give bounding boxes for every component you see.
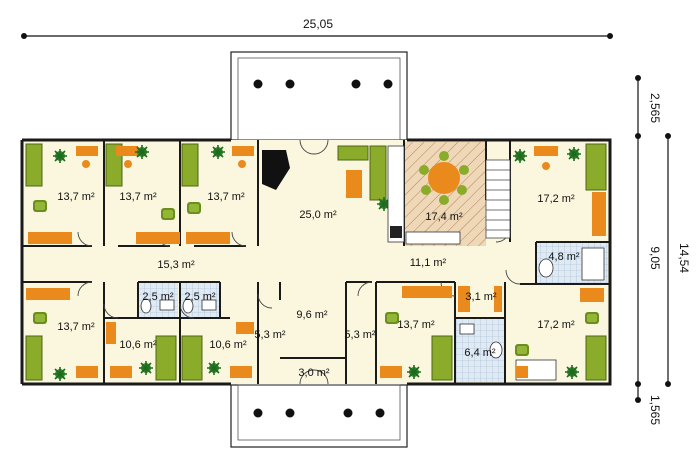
furniture-top-right (512, 143, 607, 236)
porch-top (230, 51, 408, 141)
label-wc-3: 3,1 m² (465, 291, 497, 303)
dimension-right-middle: 9,05 (648, 246, 662, 270)
label-kitchen-dining: 17,4 m² (425, 211, 463, 223)
outer-walls (20, 138, 612, 386)
furniture-room-bottom-right (515, 288, 607, 381)
label-room-bottom-1: 10,6 m² (119, 339, 157, 351)
label-bedroom-bottom-left: 13,7 m² (57, 321, 95, 333)
dimension-right-lower: 1,565 (648, 395, 662, 425)
label-entry: 3,0 m² (298, 367, 330, 379)
furniture-bottom-right (380, 286, 453, 381)
label-room-bottom-2: 10,6 m² (209, 339, 247, 351)
label-storage-1: 5,3 m² (254, 329, 286, 341)
dimension-right-upper: 2,565 (648, 93, 662, 123)
label-living: 25,0 m² (299, 209, 337, 221)
label-bath-right: 4,8 m² (548, 251, 580, 263)
fixtures-wc (140, 298, 217, 314)
staircase (485, 159, 511, 239)
label-bedroom-top-1: 13,7 m² (57, 191, 95, 203)
furniture-top-bedrooms (25, 143, 254, 244)
label-room-top-right: 17,2 m² (537, 193, 575, 205)
furniture-bottom-rooms (106, 322, 254, 381)
label-wc-1: 2,5 m² (142, 291, 174, 303)
label-wc-2: 2,5 m² (184, 291, 216, 303)
fixtures-bath-right (538, 247, 605, 281)
door-swings (77, 139, 521, 385)
furniture-bottom-left (25, 288, 98, 382)
label-storage-2: 5,3 m² (344, 329, 376, 341)
furniture-dining (387, 145, 469, 245)
furniture-living (262, 145, 392, 212)
label-hall-left: 15,3 m² (157, 259, 195, 271)
room-labels: 13,7 m² 13,7 m² 13,7 m² 25,0 m² 17,4 m² … (57, 191, 580, 379)
dimension-right-total: 14,54 (677, 243, 691, 273)
fixtures-bath-bottom (458, 286, 503, 359)
label-room-bottom-right: 17,2 m² (537, 319, 575, 331)
porch-bottom (230, 384, 408, 448)
label-bedroom-top-3: 13,7 m² (207, 191, 245, 203)
label-bedroom-top-2: 13,7 m² (119, 191, 157, 203)
label-corridor: 9,6 m² (296, 309, 328, 321)
top-dimension: 25,05 (21, 17, 613, 39)
dimension-top-total: 25,05 (303, 17, 333, 31)
label-bedroom-bottom-right: 13,7 m² (397, 319, 435, 331)
right-dimensions: 2,565 9,05 1,565 14,54 (635, 75, 691, 425)
label-bath-2: 6,4 m² (464, 347, 496, 359)
label-hall-right: 11,1 m² (410, 257, 447, 269)
